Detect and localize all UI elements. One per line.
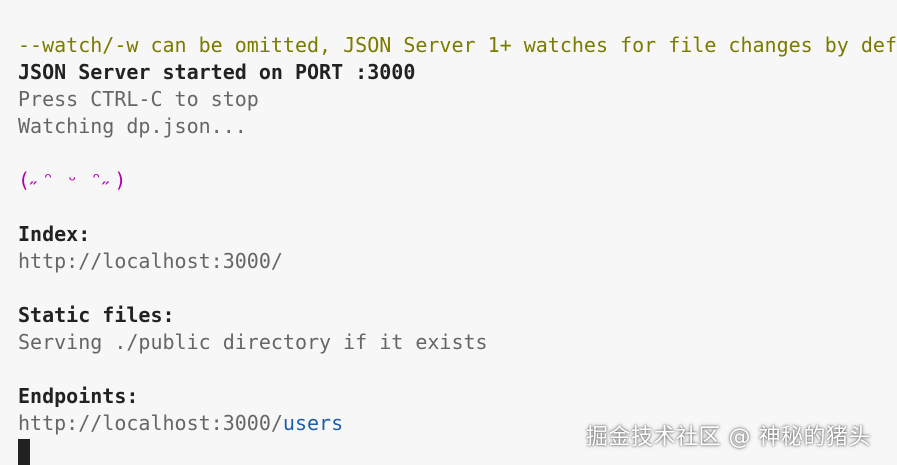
index-url[interactable]: http://localhost:3000/ [18, 249, 283, 273]
stop-hint-line: Press CTRL-C to stop [18, 87, 259, 111]
blank-line [18, 194, 887, 221]
endpoint-base-url: http://localhost:3000/ [18, 411, 283, 435]
blank-line [18, 275, 887, 302]
blank-line [18, 140, 887, 167]
terminal-cursor [18, 438, 30, 465]
index-heading: Index: [18, 222, 91, 246]
watching-file-line: Watching dp.json... [18, 114, 247, 138]
watch-warning-line: --watch/-w can be omitted, JSON Server 1… [18, 33, 897, 57]
watermark: 掘金技术社区 @ 神秘的猪头 [586, 425, 871, 450]
prompt-line[interactable] [18, 437, 887, 465]
static-files-heading: Static files: [18, 303, 175, 327]
static-files-description: Serving ./public directory if it exists [18, 330, 488, 354]
kaomoji-line: (˶ᵔ ᵕ ᵔ˶) [18, 168, 127, 192]
blank-line [18, 356, 887, 383]
endpoint-users-url[interactable]: http://localhost:3000/users [18, 410, 887, 437]
endpoints-heading: Endpoints: [18, 384, 139, 408]
server-started-line: JSON Server started on PORT :3000 [18, 60, 416, 84]
endpoint-resource-name: users [282, 411, 344, 435]
